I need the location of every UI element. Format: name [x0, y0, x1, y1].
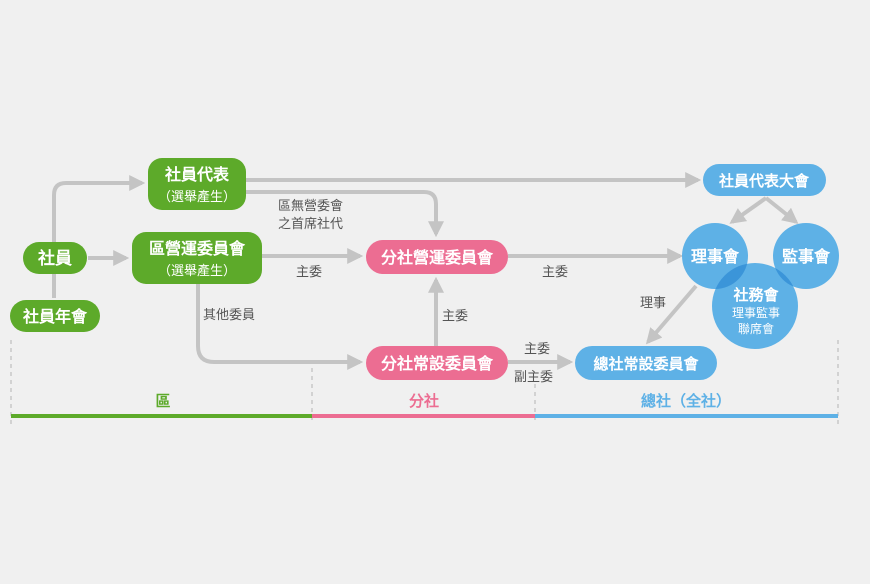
- node-hq-standing-label: 總社常設委員會: [593, 355, 699, 373]
- node-supervisors: [773, 223, 839, 289]
- edge-rep-to-branch-ops: [246, 190, 444, 238]
- node-hq-standing: 總社常設委員會: [575, 346, 717, 380]
- node-affairs: [712, 263, 798, 349]
- label-director: 理事: [640, 296, 666, 311]
- node-affairs-label: 社務會: [732, 286, 779, 304]
- node-supervisors-label: 監事會: [782, 247, 831, 266]
- node-affairs-sub2: 聯席會: [738, 321, 774, 336]
- label-chair-standing: 主委: [442, 309, 468, 324]
- node-member: 社員: [23, 242, 87, 274]
- label-no-ops-line2: 之首席社代: [278, 216, 343, 232]
- bar-branch: [312, 414, 535, 418]
- label-other-members: 其他委員: [203, 308, 255, 323]
- node-branch-standing-label: 分社常設委員會: [381, 354, 494, 373]
- connectors: [52, 172, 799, 370]
- node-branch-standing: 分社常設委員會: [366, 346, 508, 380]
- edge-district-to-branch-standing: [196, 282, 364, 370]
- node-member-annual: 社員年會: [10, 300, 100, 332]
- label-chair-hq: 主委: [524, 342, 550, 357]
- node-rep-assembly-label: 社員代表大會: [718, 172, 810, 190]
- section-label-branch: 分社: [409, 392, 439, 410]
- label-vice-chair-hq: 副主委: [514, 370, 553, 385]
- bar-district: [11, 414, 312, 418]
- node-member-annual-label: 社員年會: [22, 307, 88, 326]
- node-board-label: 理事會: [691, 247, 740, 266]
- label-chair-branch-ops: 主委: [542, 265, 568, 280]
- section-bars: [11, 414, 838, 418]
- node-branch-ops-label: 分社營運委員會: [381, 248, 494, 267]
- edge-assembly-to-board: [729, 196, 768, 224]
- node-affairs-sub1: 理事監事: [732, 305, 780, 320]
- section-label-hq: 總社（全社）: [641, 392, 731, 410]
- section-label-district: 區: [155, 392, 170, 410]
- node-rep-sub: （選舉產生）: [158, 189, 236, 205]
- edge-board-to-hq-standing: [645, 284, 698, 345]
- node-district-committee-label: 區營運委員會: [149, 239, 246, 258]
- node-rep-label: 社員代表: [164, 165, 230, 184]
- node-member-label: 社員: [37, 248, 72, 269]
- label-no-ops-line1: 區無營委會: [278, 199, 343, 214]
- edge-assembly-to-supervisors: [764, 196, 799, 224]
- node-district-committee: 區營運委員會 （選舉產生）: [132, 232, 262, 284]
- node-rep: 社員代表 （選舉產生）: [148, 158, 246, 210]
- node-rep-assembly: 社員代表大會: [703, 164, 826, 196]
- node-district-committee-sub: （選舉產生）: [158, 263, 236, 279]
- edge-member-to-rep: [52, 175, 146, 244]
- label-chair-district: 主委: [296, 265, 322, 280]
- bar-hq: [535, 414, 838, 418]
- node-branch-ops: 分社營運委員會: [366, 240, 508, 274]
